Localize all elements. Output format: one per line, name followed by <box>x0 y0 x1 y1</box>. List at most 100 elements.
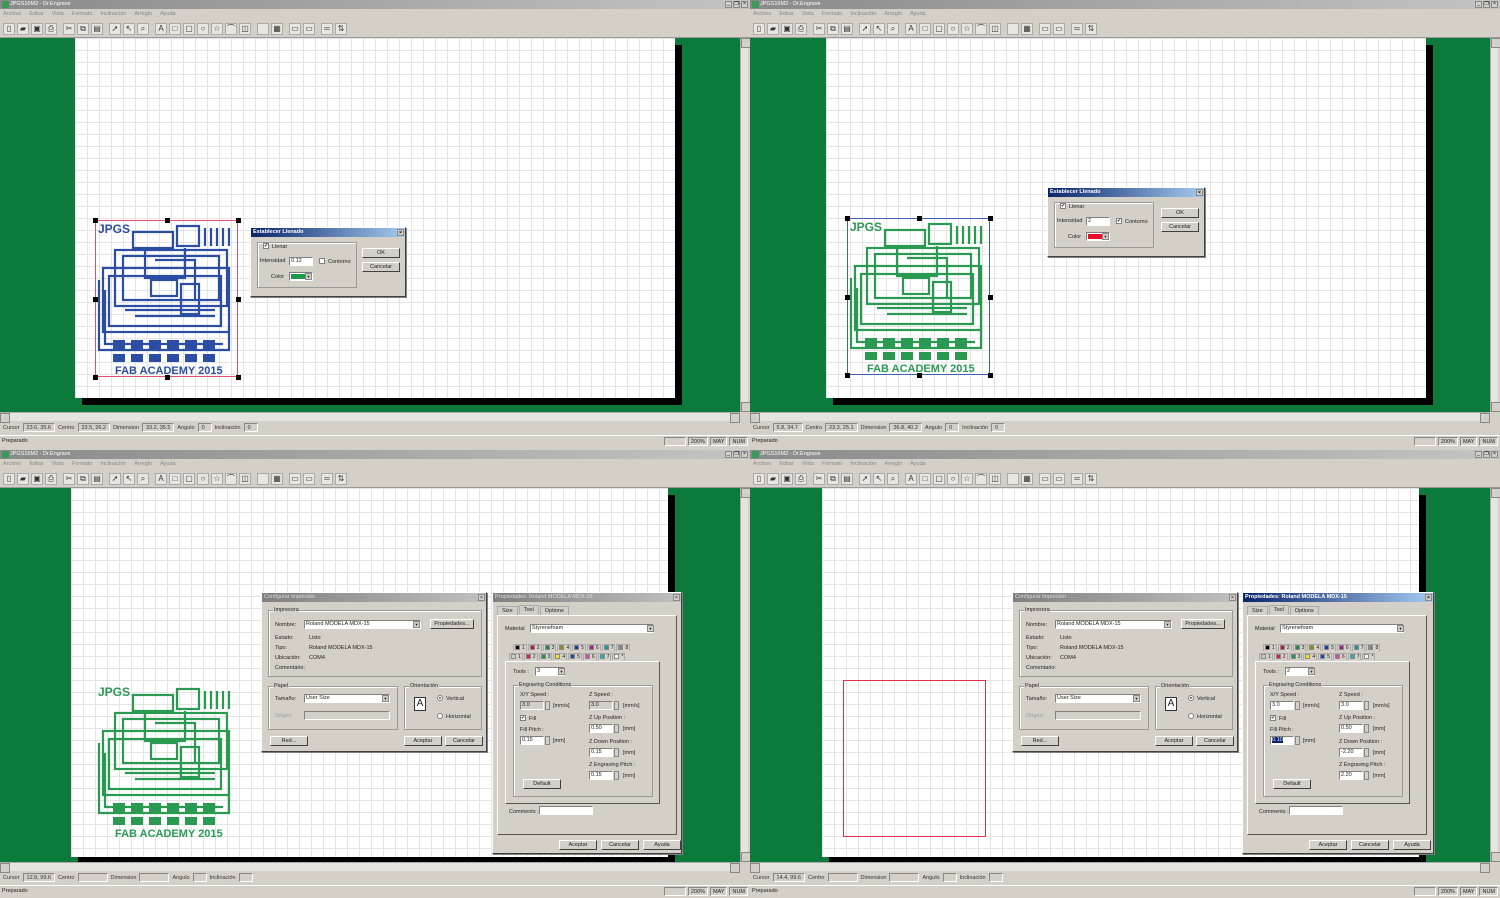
pen-row2-tab[interactable]: 5 <box>568 653 582 660</box>
pen-row1-tab[interactable]: 7 <box>1351 644 1366 651</box>
close-icon[interactable]: × <box>1229 594 1236 601</box>
polyline-icon[interactable]: ⌒ <box>975 23 987 35</box>
horizontal-radio[interactable] <box>1188 713 1194 719</box>
zoom-icon[interactable]: ⌕ <box>137 23 149 35</box>
vertical-scrollbar[interactable] <box>740 38 750 412</box>
open-icon[interactable]: ▰ <box>767 473 779 485</box>
dialog-titlebar[interactable]: Propiedades: Roland MODELA MDX-15× <box>493 593 681 602</box>
vertical-scrollbar[interactable] <box>1490 38 1500 412</box>
cancel-button[interactable]: Cancelar <box>1351 840 1389 850</box>
pen-row2-tab[interactable]: * <box>612 653 626 660</box>
horizontal-radio[interactable] <box>437 713 443 719</box>
rect-icon[interactable]: □ <box>919 23 931 35</box>
menu-5[interactable]: Arreglo <box>134 461 153 467</box>
resize-handle[interactable] <box>845 216 850 221</box>
print-icon[interactable]: ⎙ <box>45 473 57 485</box>
menu-4[interactable]: Inclinación <box>100 11 127 17</box>
artwork-group[interactable]: JPGS FAB ACADEMY 2015 <box>93 218 241 380</box>
menu-6[interactable]: Ayuda <box>910 461 926 467</box>
open-icon[interactable]: ▰ <box>17 23 29 35</box>
z-speed-input[interactable]: 3.0 <box>1339 701 1363 710</box>
menu-2[interactable]: Vista <box>801 461 814 467</box>
resize-handle[interactable] <box>164 375 170 380</box>
paste-icon[interactable]: ▤ <box>91 473 103 485</box>
menu-1[interactable]: Editar <box>779 461 794 467</box>
properties-button[interactable]: Propiedades... <box>1181 619 1225 629</box>
spinner-arrows[interactable] <box>614 771 619 780</box>
resize-handle[interactable] <box>916 373 922 378</box>
tab-tool[interactable]: Tool <box>1268 605 1289 614</box>
zoom-icon[interactable]: ⌕ <box>887 23 899 35</box>
pen-row1-tab[interactable]: 8 <box>616 644 631 651</box>
spinner-arrows[interactable] <box>1364 771 1369 780</box>
order-icon[interactable]: ⇅ <box>335 473 347 485</box>
drawing-canvas[interactable]: JPGS FAB ACADEMY 2015 <box>750 38 1490 412</box>
group-icon[interactable]: ▭ <box>289 473 301 485</box>
pen-row2-tab[interactable]: 4 <box>553 653 568 660</box>
polyline-icon[interactable]: ⌒ <box>225 473 237 485</box>
menu-4[interactable]: Inclinación <box>850 461 877 467</box>
menu-0[interactable]: Archivo <box>3 461 22 467</box>
close-icon[interactable]: × <box>1491 451 1498 458</box>
horizontal-scrollbar[interactable] <box>0 412 740 423</box>
align-icon[interactable]: ═ <box>321 23 333 35</box>
node-icon[interactable]: ↖ <box>873 473 885 485</box>
default-button[interactable]: Default <box>1273 779 1311 789</box>
artwork-group[interactable]: JPGS FAB ACADEMY 2015 <box>95 683 238 840</box>
copy-icon[interactable]: ⧉ <box>827 23 839 35</box>
help-button[interactable]: Ayuda <box>643 840 681 850</box>
help-button[interactable]: Ayuda <box>1393 840 1431 850</box>
spinner-arrows[interactable] <box>614 748 619 757</box>
ok-button[interactable]: OK <box>1161 208 1199 218</box>
horizontal-scrollbar[interactable] <box>0 862 740 873</box>
frame-icon[interactable]: ◫ <box>239 473 251 485</box>
pen-row2-tab[interactable]: 5 <box>1318 653 1332 660</box>
window-titlebar[interactable]: JPGS16M2 - Dr.Engrave _❐× <box>0 450 750 459</box>
rect-icon[interactable]: □ <box>169 23 181 35</box>
color-dropdown[interactable]: ▼ <box>1086 232 1110 241</box>
fill-checkbox[interactable]: ✔ <box>520 715 526 721</box>
rounded-rect-icon[interactable]: ▢ <box>183 473 195 485</box>
menu-2[interactable]: Vista <box>51 461 64 467</box>
horizontal-scrollbar[interactable] <box>750 862 1490 873</box>
comments-input[interactable] <box>1289 806 1343 815</box>
cut-icon[interactable]: ✂ <box>813 473 825 485</box>
intensity-input[interactable]: 0.12 <box>289 257 313 266</box>
select-icon[interactable]: ➚ <box>109 23 121 35</box>
new-icon[interactable]: ▯ <box>3 23 15 35</box>
pen-row2-tab[interactable]: 1 <box>509 653 523 660</box>
zoom-icon[interactable]: ⌕ <box>887 473 899 485</box>
pen-row2-tab[interactable]: * <box>1362 653 1376 660</box>
chevron-down-icon[interactable]: ▼ <box>1102 233 1109 240</box>
close-icon[interactable]: × <box>397 229 404 236</box>
ellipse-icon[interactable]: ○ <box>947 23 959 35</box>
copy-icon[interactable]: ⧉ <box>77 23 89 35</box>
copy-icon[interactable]: ⧉ <box>827 473 839 485</box>
ungroup-icon[interactable]: ▭ <box>303 473 315 485</box>
z-up-input[interactable]: 0.50 <box>1339 724 1363 733</box>
menu-3[interactable]: Formato <box>821 11 843 17</box>
pen-row1-tab[interactable]: 3 <box>1292 644 1307 651</box>
pen-row2-tab[interactable]: 1 <box>1259 653 1273 660</box>
star-icon[interactable]: ☆ <box>211 23 223 35</box>
star-icon[interactable]: ☆ <box>211 473 223 485</box>
outline-checkbox[interactable] <box>319 258 325 264</box>
menu-5[interactable]: Arreglo <box>134 11 153 17</box>
copy-icon[interactable]: ⧉ <box>77 473 89 485</box>
rounded-rect-icon[interactable]: ▢ <box>183 23 195 35</box>
select-icon[interactable]: ➚ <box>859 23 871 35</box>
dialog-titlebar[interactable]: Establecer Llenado× <box>251 228 405 237</box>
close-icon[interactable]: × <box>673 594 680 601</box>
ellipse-icon[interactable]: ○ <box>197 23 209 35</box>
spinner-arrows[interactable] <box>1364 724 1369 733</box>
minimize-icon[interactable]: _ <box>725 451 732 458</box>
pen-row2-tab[interactable]: 7 <box>1347 653 1362 660</box>
menu-1[interactable]: Editar <box>29 461 44 467</box>
menu-6[interactable]: Ayuda <box>160 461 176 467</box>
align-icon[interactable]: ═ <box>1071 23 1083 35</box>
menu-2[interactable]: Vista <box>51 11 64 17</box>
menu-0[interactable]: Archivo <box>3 11 22 17</box>
resize-handle[interactable] <box>988 373 993 378</box>
resize-handle[interactable] <box>164 218 170 223</box>
resize-handle[interactable] <box>93 296 98 302</box>
